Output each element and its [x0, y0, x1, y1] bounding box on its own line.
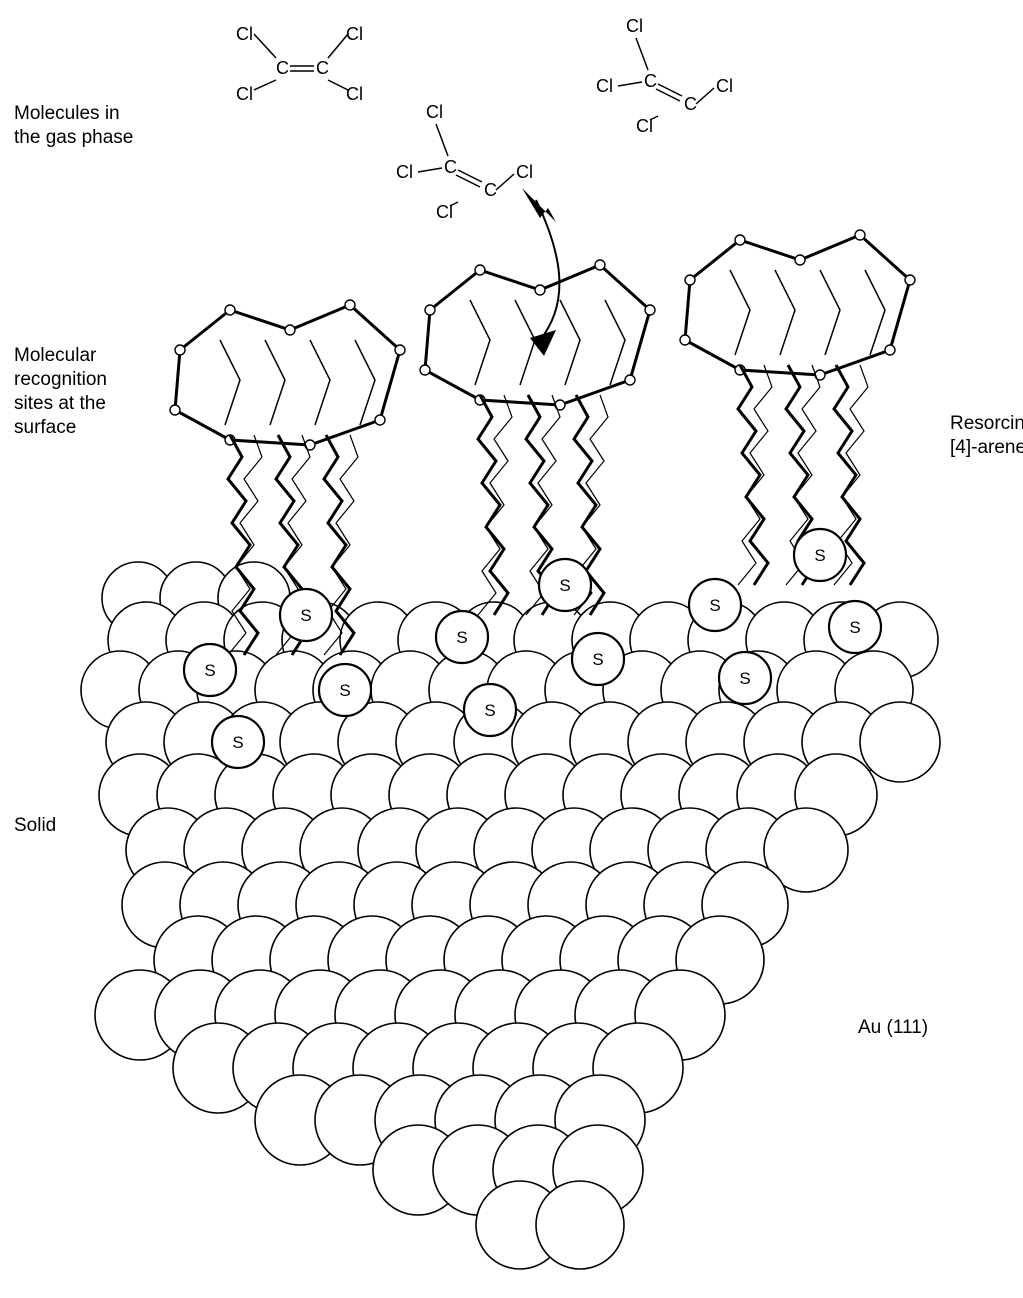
- cavitand-wall: [560, 300, 580, 385]
- carbon-atom: C: [644, 71, 657, 91]
- oxygen-atom: [735, 235, 745, 245]
- sulfur-atom: S: [280, 589, 332, 641]
- sulfur-symbol: S: [339, 681, 350, 700]
- cavitand-wall: [820, 270, 840, 355]
- sulfur-symbol: S: [484, 701, 495, 720]
- exchange-arrow-line: [536, 200, 559, 340]
- oxygen-atom: [595, 260, 605, 270]
- sulfur-symbol: S: [300, 606, 311, 625]
- carbon-atom: C: [316, 58, 329, 78]
- sulfur-atom: S: [572, 633, 624, 685]
- sulfur-atom: S: [794, 529, 846, 581]
- sulfur-symbol: S: [709, 596, 720, 615]
- oxygen-atom: [645, 305, 655, 315]
- chlorine-atom: Cl: [346, 84, 363, 104]
- chlorine-atom: Cl: [396, 162, 413, 182]
- sulfur-atom: S: [829, 601, 881, 653]
- sulfur-symbol: S: [592, 650, 603, 669]
- resorcinarene-unit: [680, 230, 915, 585]
- oxygen-atom: [685, 275, 695, 285]
- cavitand-wall: [775, 270, 795, 355]
- chlorine-atom: Cl: [236, 24, 253, 44]
- chlorine-atom: Cl: [596, 76, 613, 96]
- oxygen-atom: [420, 365, 430, 375]
- cavitand-wall: [470, 300, 490, 385]
- gold-atom: [860, 702, 940, 782]
- oxygen-atom: [625, 375, 635, 385]
- sulfur-atom: S: [184, 644, 236, 696]
- oxygen-atom: [285, 325, 295, 335]
- cavitand-wall: [310, 340, 330, 425]
- oxygen-atom: [375, 415, 385, 425]
- sulfur-atom: S: [464, 684, 516, 736]
- oxygen-atom: [395, 345, 405, 355]
- oxygen-atom: [175, 345, 185, 355]
- cavitand-wall: [605, 300, 625, 385]
- sulfur-symbol: S: [849, 618, 860, 637]
- sulfur-atom: S: [212, 716, 264, 768]
- sulfur-symbol: S: [232, 733, 243, 752]
- sulfur-atom: S: [539, 559, 591, 611]
- sulfur-atom: S: [436, 611, 488, 663]
- alkyl-chain: [738, 365, 772, 585]
- sulfur-atom: S: [689, 579, 741, 631]
- chlorine-atom: Cl: [626, 16, 643, 36]
- carbon-atom: C: [484, 180, 497, 200]
- sulfur-symbol: S: [204, 661, 215, 680]
- oxygen-atom: [535, 285, 545, 295]
- sulfur-symbol: S: [559, 576, 570, 595]
- oxygen-atom: [475, 265, 485, 275]
- cavitand-wall: [730, 270, 750, 355]
- oxygen-atom: [905, 275, 915, 285]
- sulfur-atom: S: [719, 652, 771, 704]
- cavitand-wall: [220, 340, 240, 425]
- cavitand-wall: [355, 340, 375, 425]
- oxygen-atom: [885, 345, 895, 355]
- cavitand-wall: [865, 270, 885, 355]
- oxygen-atom: [855, 230, 865, 240]
- chlorine-atom: Cl: [516, 162, 533, 182]
- oxygen-atom: [225, 305, 235, 315]
- sulfur-symbol: S: [456, 628, 467, 647]
- exchange-arrow: [522, 188, 559, 356]
- resorcinarene-unit: [420, 260, 655, 615]
- oxygen-atom: [795, 255, 805, 265]
- oxygen-atom: [170, 405, 180, 415]
- alkyl-chain: [478, 395, 512, 615]
- chlorine-atom: Cl: [236, 84, 253, 104]
- cavitand-wall: [265, 340, 285, 425]
- arrow-head-bottom: [530, 330, 556, 356]
- gold-atom: [536, 1181, 624, 1269]
- chlorine-atom: Cl: [716, 76, 733, 96]
- sulfur-symbol: S: [814, 546, 825, 565]
- arrow-head-top: [522, 188, 556, 222]
- cavitand-wall: [515, 300, 535, 385]
- sulfur-symbol: S: [739, 669, 750, 688]
- carbon-atom: C: [684, 94, 697, 114]
- carbon-atom: C: [276, 58, 289, 78]
- chlorine-atom: Cl: [346, 24, 363, 44]
- chlorine-atom: Cl: [426, 102, 443, 122]
- carbon-atom: C: [444, 157, 457, 177]
- oxygen-atom: [345, 300, 355, 310]
- sulfur-atom: S: [319, 664, 371, 716]
- oxygen-atom: [425, 305, 435, 315]
- oxygen-atom: [680, 335, 690, 345]
